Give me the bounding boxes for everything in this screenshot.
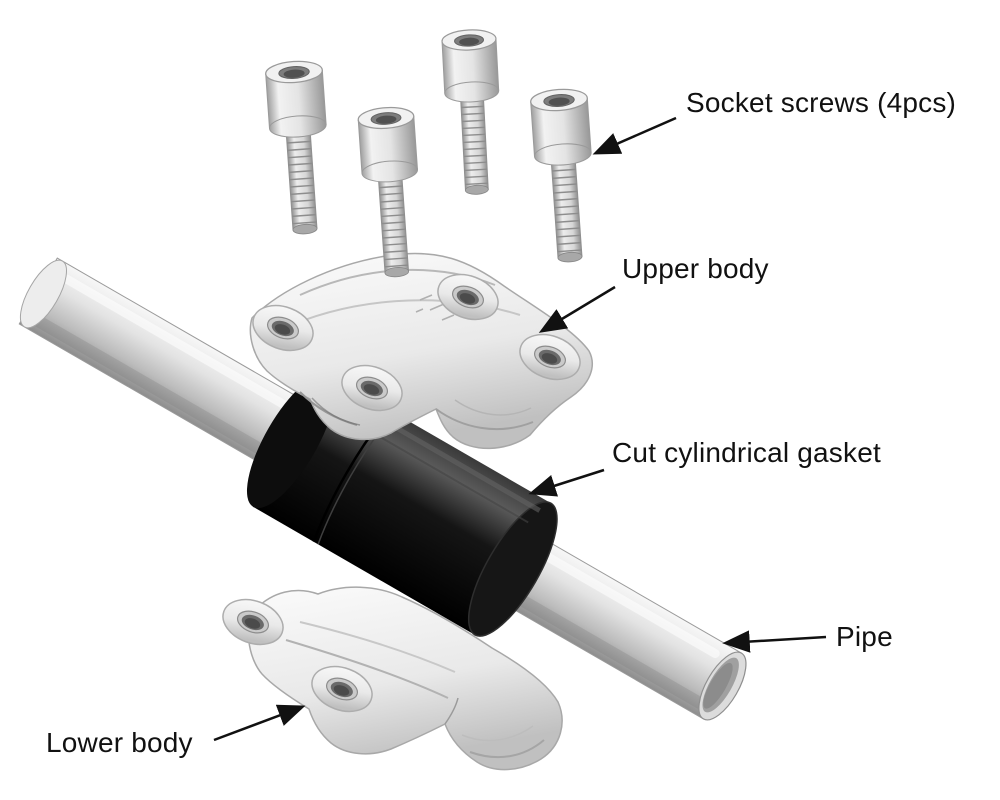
upper-body-etched-marks [415, 294, 455, 321]
label-gasket: Cut cylindrical gasket [612, 437, 881, 468]
arrow-pipe [722, 630, 827, 653]
arrow-lower-body [213, 704, 306, 742]
socket-screw-3 [440, 27, 505, 197]
lower-body [215, 586, 563, 771]
callouts: Socket screws (4pcs) Upper body Cut cyli… [46, 87, 956, 758]
label-lower-body: Lower body [46, 727, 193, 758]
socket-screws-group [264, 27, 600, 280]
upper-body [245, 252, 593, 450]
upper-body-shell [249, 252, 593, 450]
arrow-socket-screws [592, 116, 677, 155]
arrow-upper-body [538, 285, 616, 333]
lower-body-shell [247, 586, 563, 771]
socket-screw-4 [529, 86, 600, 265]
label-upper-body: Upper body [622, 253, 769, 284]
pipe-near-end [19, 259, 67, 329]
socket-screw-1 [264, 58, 335, 237]
label-pipe: Pipe [836, 621, 893, 652]
label-socket-screws: Socket screws (4pcs) [686, 87, 956, 118]
arrow-gasket [528, 468, 605, 497]
